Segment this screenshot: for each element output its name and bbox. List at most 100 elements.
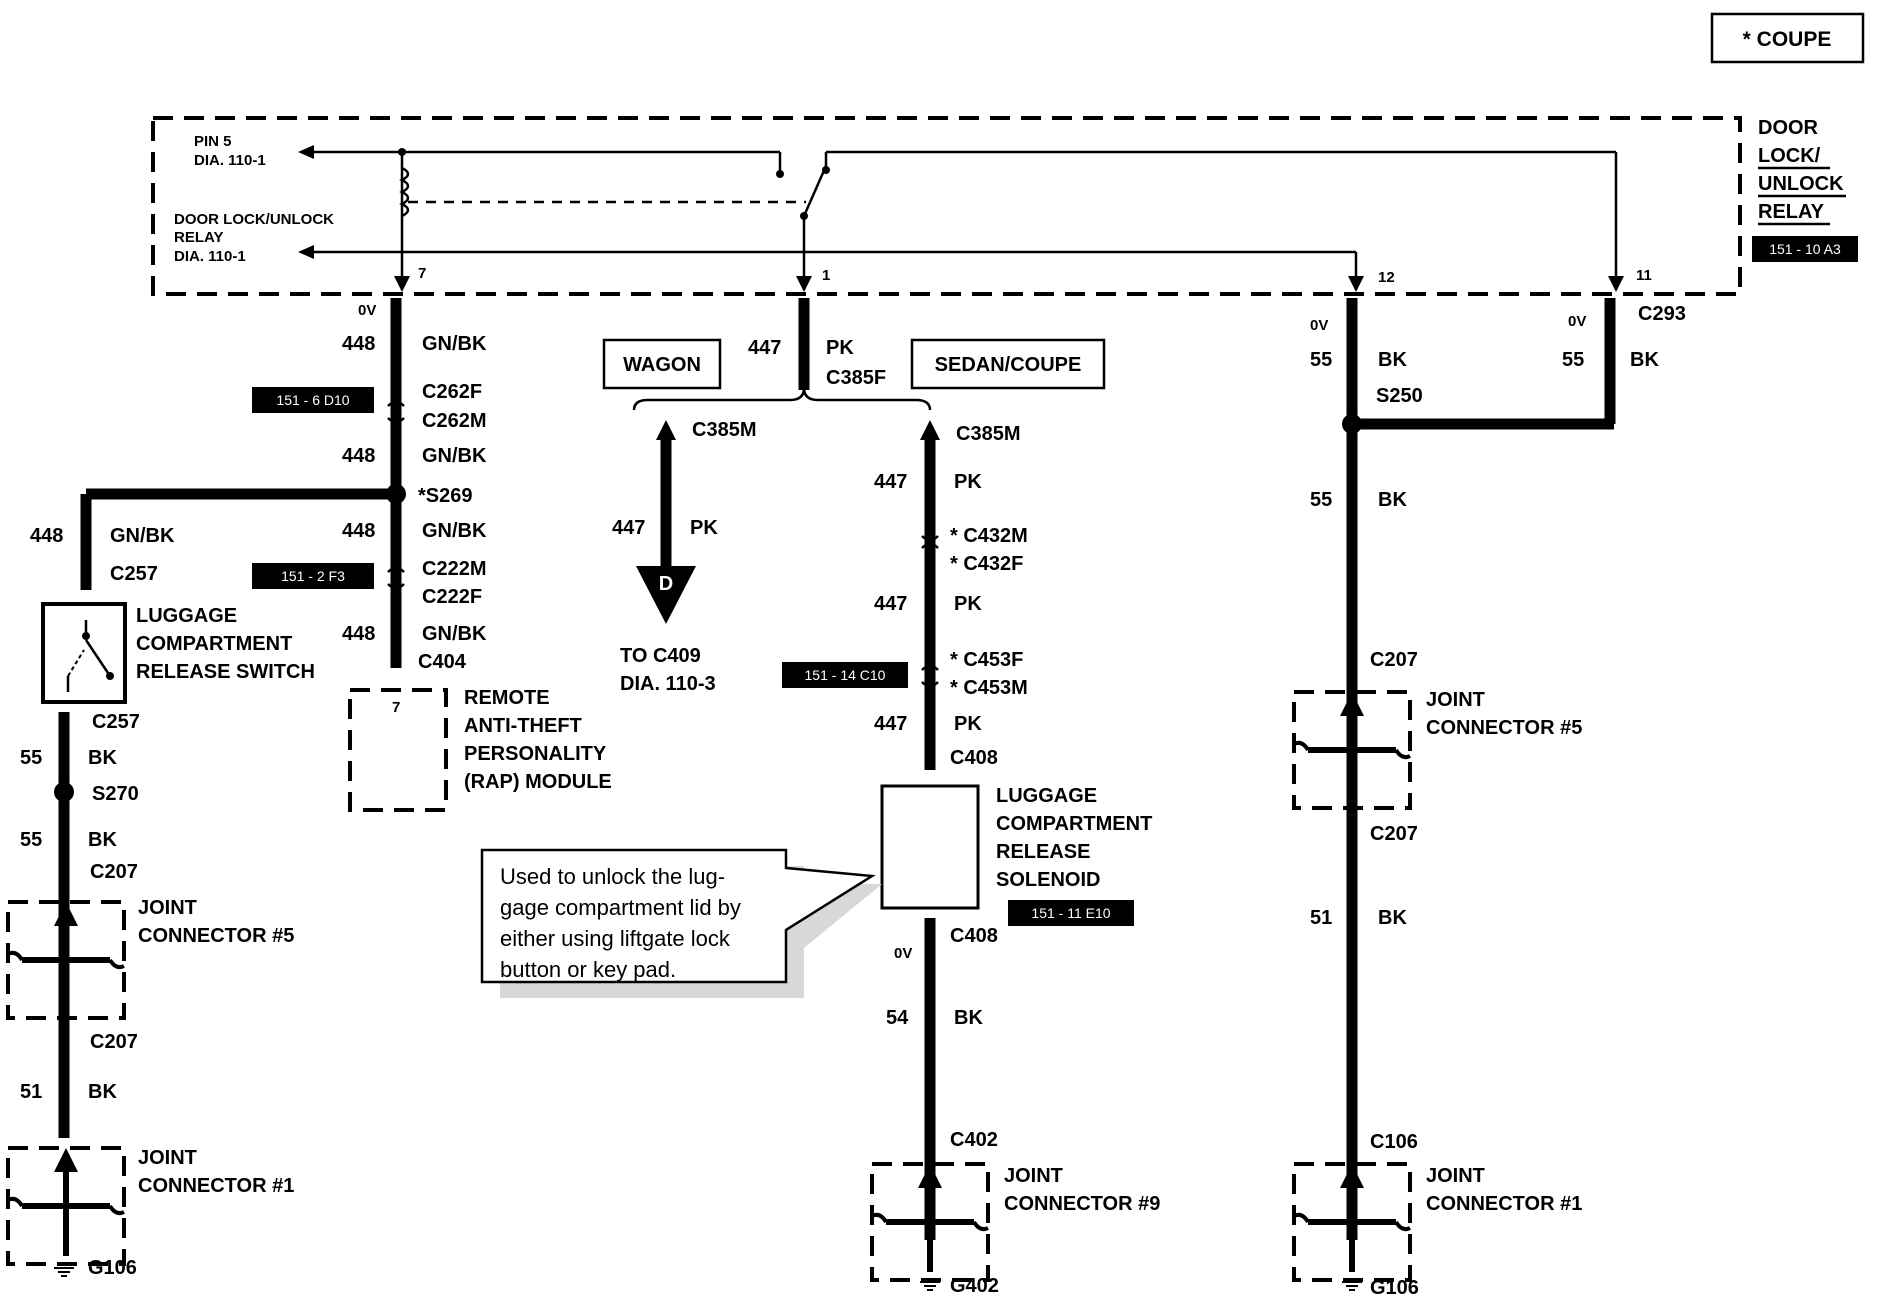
rap-pin: 7 — [392, 699, 400, 716]
right-jc5-line-2: CONNECTOR #5 — [1426, 717, 1582, 739]
wagon-label: WAGON — [623, 354, 701, 376]
center-w3-color: PK — [954, 593, 982, 615]
fl-w1-color: GN/BK — [110, 525, 175, 547]
wire-448-column: 0V 448 GN/BK 151 - 6 D10 C262F C262M 448… — [80, 298, 612, 812]
note-line-3: either using liftgate lock — [500, 926, 731, 951]
fl-w3-num: 55 — [20, 829, 42, 851]
right-wb-num: 55 — [1562, 349, 1584, 371]
right-w2-color: BK — [1378, 489, 1407, 511]
pin5-label: PIN 5 — [194, 133, 232, 150]
relay-title-1: DOOR — [1758, 117, 1819, 139]
center-w1-num: 447 — [748, 337, 781, 359]
right-volt-a: 0V — [1310, 317, 1328, 334]
left-ref1: 151 - 6 D10 — [276, 392, 349, 408]
rap-line-3: PERSONALITY — [464, 743, 607, 765]
wagon-w-num: 447 — [612, 517, 645, 539]
c432f: * C432F — [950, 553, 1023, 575]
relay-ref-dia: DIA. 110-1 — [174, 248, 246, 265]
right-wa-num: 55 — [1310, 349, 1332, 371]
center-w5-color: BK — [954, 1007, 983, 1029]
c432m: * C432M — [950, 525, 1028, 547]
fl-c257a: C257 — [110, 563, 158, 585]
relay-ref-label: DOOR LOCK/UNLOCK — [174, 211, 334, 228]
c453f: * C453F — [950, 649, 1023, 671]
sol-ref: 151 - 11 E10 — [1031, 905, 1110, 921]
left-w2-color: GN/BK — [422, 445, 487, 467]
fl-jc1-line-1: JOINT — [138, 1147, 197, 1169]
fl-w4-color: BK — [88, 1081, 117, 1103]
pin-12: 12 — [1378, 269, 1395, 286]
right-w3-color: BK — [1378, 907, 1407, 929]
left-volt: 0V — [358, 302, 376, 319]
c106: C106 — [1370, 1131, 1418, 1153]
c385m-right: C385M — [956, 423, 1020, 445]
center-volt: 0V — [894, 945, 912, 962]
rap-line-1: REMOTE — [464, 687, 550, 709]
switch-line-1: LUGGAGE — [136, 605, 237, 627]
door-lock-relay: 7 1 12 11 PIN 5 DIA. 110-1 DOOR LOCK/UNL… — [151, 116, 1858, 296]
center-w3-num: 447 — [874, 593, 907, 615]
fl-jc5-line-1: JOINT — [138, 897, 197, 919]
left-w4-color: GN/BK — [422, 623, 487, 645]
right-w2-num: 55 — [1310, 489, 1332, 511]
center-w4-num: 447 — [874, 713, 907, 735]
c404: C404 — [418, 651, 467, 673]
c385m-left: C385M — [692, 419, 756, 441]
pin5-dia: DIA. 110-1 — [194, 152, 266, 169]
right-c207b: C207 — [1370, 823, 1418, 845]
right-wb-color: BK — [1630, 349, 1659, 371]
note-line-1: Used to unlock the lug- — [500, 864, 725, 889]
switch-line-2: COMPARTMENT — [136, 633, 292, 655]
relay-ref-tag: 151 - 10 A3 — [1769, 241, 1841, 257]
right-ground-column: 0V 0V 55 BK 55 BK C293 S250 55 BK C207 J… — [1294, 298, 1686, 1299]
pin-11: 11 — [1636, 267, 1652, 284]
fl-w3-color: BK — [88, 829, 117, 851]
c408a: C408 — [950, 747, 998, 769]
fl-jc5-line-2: CONNECTOR #5 — [138, 925, 294, 947]
c293: C293 — [1638, 303, 1686, 325]
left-w2-num: 448 — [342, 445, 375, 467]
sol-line-4: SOLENOID — [996, 869, 1100, 891]
right-jc1-line-1: JOINT — [1426, 1165, 1485, 1187]
fl-c257b: C257 — [92, 711, 140, 733]
fl-g106: G106 — [88, 1257, 137, 1279]
c222f: C222F — [422, 586, 482, 608]
center-ref: 151 - 14 C10 — [805, 667, 886, 683]
right-w3-num: 51 — [1310, 907, 1332, 929]
rap-line-4: (RAP) MODULE — [464, 771, 612, 793]
c262m: C262M — [422, 410, 486, 432]
to-c409: TO C409 — [620, 645, 701, 667]
sol-line-3: RELEASE — [996, 841, 1090, 863]
luggage-switch-column: 448 GN/BK C257 LUGGAGE COMPARTMENT RELEA… — [8, 525, 315, 1279]
to-dia: DIA. 110-3 — [620, 673, 716, 695]
left-ref2: 151 - 2 F3 — [281, 568, 345, 584]
pin-1: 1 — [822, 267, 830, 284]
right-g106: G106 — [1370, 1277, 1419, 1299]
s269: *S269 — [418, 485, 473, 507]
coupe-legend: * COUPE — [1710, 12, 1865, 64]
fl-c207a: C207 — [90, 861, 138, 883]
s270: S270 — [92, 783, 139, 805]
right-volt-b: 0V — [1568, 313, 1586, 330]
wire-447-column: 447 PK C385F WAGON SEDAN/COUPE D C385M 4… — [602, 298, 1160, 1297]
g402: G402 — [950, 1275, 999, 1297]
s250: S250 — [1376, 385, 1423, 407]
arrow-letter: D — [659, 573, 673, 595]
left-w3-num: 448 — [342, 520, 375, 542]
c385f: C385F — [826, 367, 886, 389]
fl-w1-num: 448 — [30, 525, 63, 547]
relay-title-4: RELAY — [1758, 201, 1825, 223]
fl-w2-color: BK — [88, 747, 117, 769]
fl-w4-num: 51 — [20, 1081, 42, 1103]
right-wa-color: BK — [1378, 349, 1407, 371]
jc9-line-1: JOINT — [1004, 1165, 1063, 1187]
right-jc5-line-1: JOINT — [1426, 689, 1485, 711]
center-w5-num: 54 — [886, 1007, 909, 1029]
coupe-legend-label: * COUPE — [1743, 28, 1832, 51]
jc9-line-2: CONNECTOR #9 — [1004, 1193, 1160, 1215]
relay-title-3: UNLOCK — [1758, 173, 1844, 195]
sol-line-2: COMPARTMENT — [996, 813, 1152, 835]
left-w4-num: 448 — [342, 623, 375, 645]
center-w2-num: 447 — [874, 471, 907, 493]
note-callout: Used to unlock the lug- gage compartment… — [480, 848, 882, 998]
